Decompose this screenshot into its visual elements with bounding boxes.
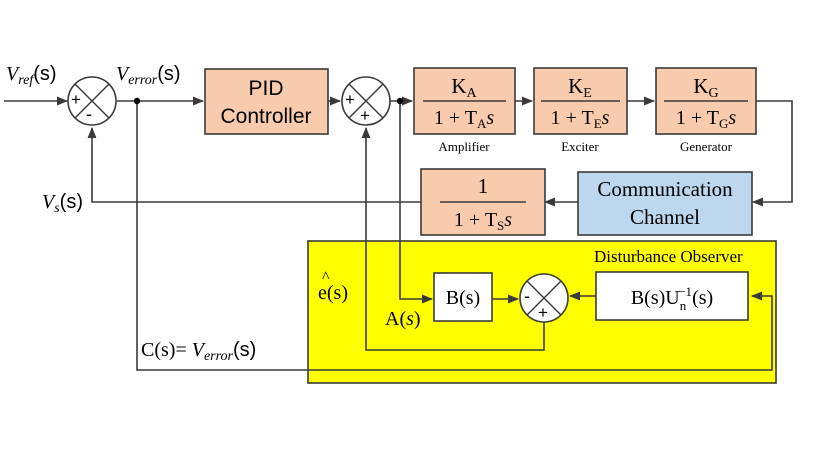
generator-numerator: KG	[693, 74, 718, 101]
comm-label-line2: Channel	[630, 205, 700, 229]
pid-label-line1: PID	[248, 77, 283, 100]
sum1-minus-sign: -	[86, 104, 92, 124]
generator-caption: Generator	[680, 139, 733, 154]
generator-to-comm-line	[751, 100, 793, 207]
generator-denominator: 1 + TGs	[676, 107, 737, 131]
sensor-numerator: 1	[478, 174, 489, 198]
ehat-feedback-line	[361, 126, 545, 351]
bu-inverse-label: B(s)Un−1(s)	[631, 284, 713, 313]
sensor-denominator: 1 + TSs	[454, 209, 512, 233]
pid-controller-block: PID Controller	[204, 68, 329, 135]
b-block: B(s)	[433, 272, 493, 322]
exciter-caption: Exciter	[561, 139, 599, 154]
observer-title: Disturbance Observer	[594, 247, 743, 266]
error-tap-line	[136, 101, 773, 371]
amplifier-block: KA 1 + TAs Amplifier	[413, 67, 516, 154]
vs-label: Vs(s)	[42, 191, 83, 216]
verror-label: Verror(s)	[116, 63, 181, 88]
amplifier-caption: Amplifier	[438, 139, 490, 154]
ehat-label: ^ e(s)	[318, 269, 348, 304]
feedback-line	[87, 126, 421, 203]
exciter-numerator: KE	[568, 74, 592, 101]
sum3-minus-sign: -	[524, 286, 530, 306]
sum2-plus-left: +	[345, 90, 355, 109]
summing-junction-2: + +	[341, 76, 391, 126]
sum2-plus-bottom: +	[360, 106, 370, 125]
sum1-plus-sign: +	[71, 90, 81, 109]
c-signal-label: C(s)= Verror(s)	[141, 339, 256, 364]
summing-junction-3: - +	[519, 273, 569, 323]
bu-inverse-block: B(s)Un−1(s)	[595, 271, 749, 321]
sensor-block: 1 1 + TSs	[420, 168, 546, 236]
a-junction-dot	[396, 97, 404, 105]
summing-junction-1: + -	[67, 76, 117, 126]
exciter-denominator: 1 + TEs	[551, 107, 610, 131]
comm-label-line1: Communication	[597, 177, 733, 201]
ehat-text: e(s)	[318, 282, 348, 304]
a-signal-line	[399, 101, 434, 304]
sum3-plus-sign: +	[538, 303, 548, 322]
communication-channel-block: Communication Channel	[577, 171, 753, 236]
amplifier-denominator: 1 + TAs	[434, 107, 495, 131]
a-signal-label: A(s)	[385, 308, 421, 330]
pid-label-line2: Controller	[220, 105, 311, 128]
ehat-accent: ^	[322, 269, 330, 286]
generator-block: KG 1 + TGs Generator	[655, 67, 757, 154]
error-junction-dot	[133, 97, 141, 105]
amplifier-numerator: KA	[451, 74, 477, 101]
b-block-label: B(s)	[446, 287, 480, 309]
vref-label: Vref(s)	[6, 63, 57, 88]
exciter-block: KE 1 + TEs Exciter	[533, 67, 628, 154]
